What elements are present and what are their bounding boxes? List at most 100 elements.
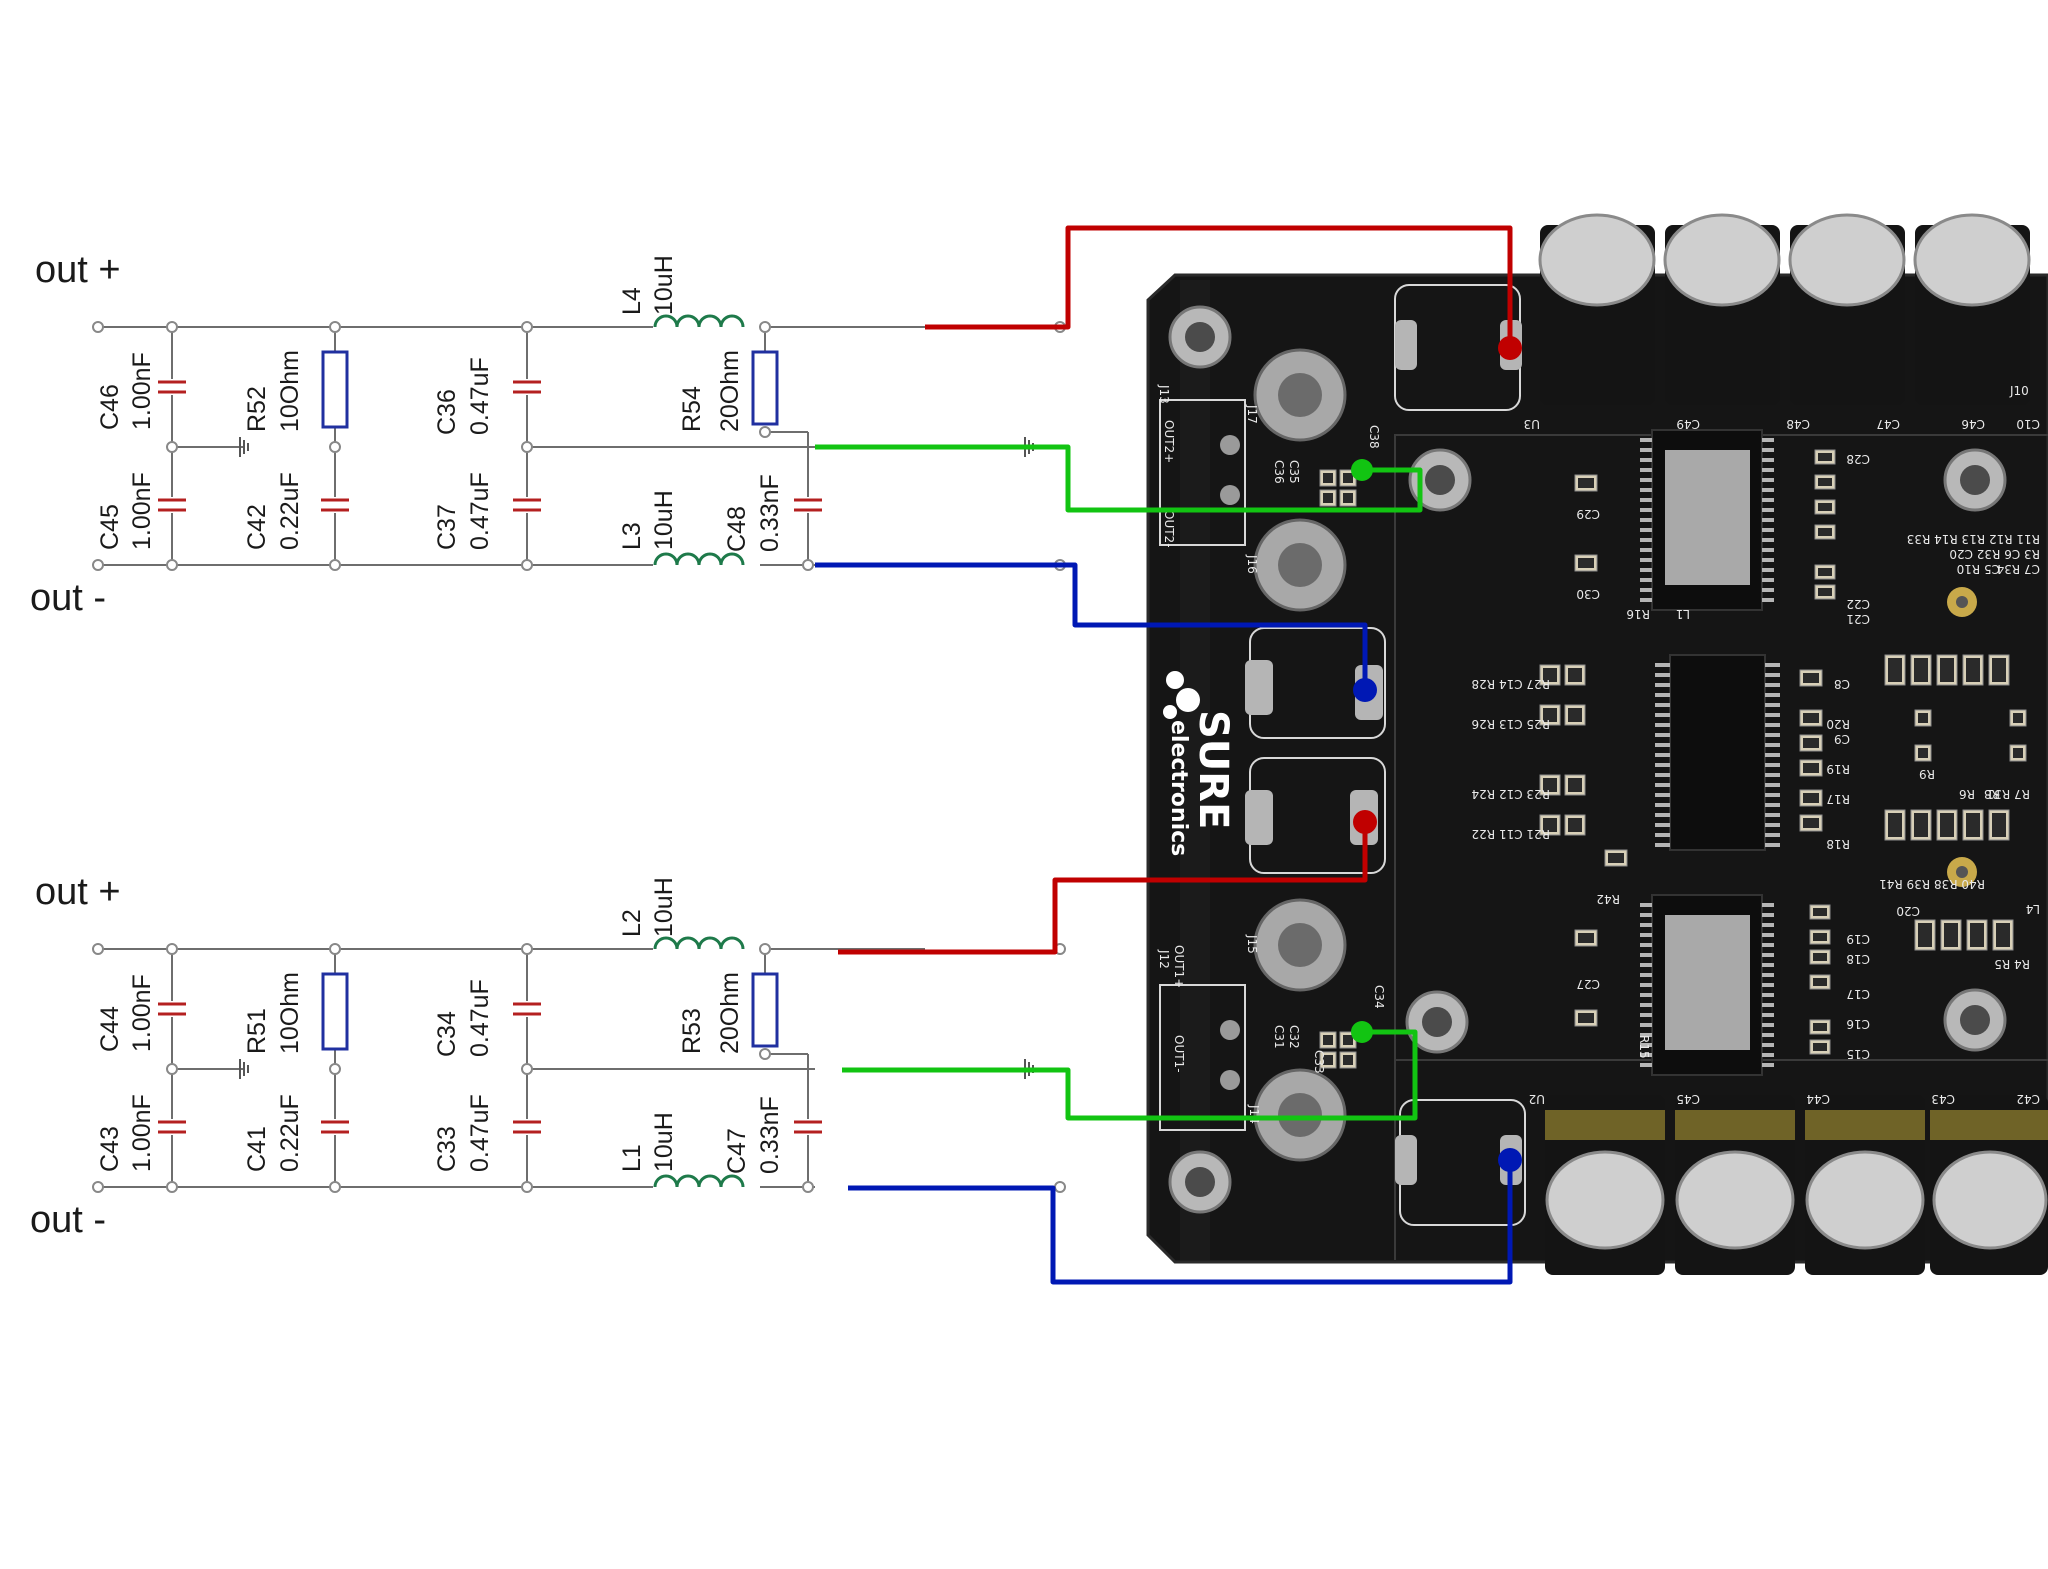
silk-label: C17	[1846, 987, 1870, 1001]
silk-label: R20	[1826, 717, 1850, 731]
electrolytic-capacitor	[1805, 1095, 1925, 1275]
silk-label: R9	[1919, 767, 1935, 781]
silk-label: OUT1-	[1172, 1035, 1186, 1073]
resistor-right	[751, 972, 779, 1048]
silk-label: C27	[1576, 977, 1600, 991]
silk-label: C15	[1846, 1047, 1870, 1061]
silk-label: J13	[1157, 384, 1171, 404]
mounting-hole	[1168, 1150, 1232, 1214]
silk-label: C5 R10	[1957, 562, 2000, 576]
silk-label: OUT1+	[1172, 945, 1186, 988]
power-ic	[1651, 429, 1763, 611]
capacitor-right-lower	[794, 497, 822, 513]
silk-label: J10	[2009, 384, 2029, 398]
silk-label: C44	[1806, 1092, 1830, 1106]
silk-label: J12	[1157, 949, 1171, 969]
silk-label: C8	[1834, 677, 1850, 691]
terminal-screw	[1253, 1068, 1347, 1162]
silk-label: J17	[1245, 404, 1259, 424]
silk-label: OUT2-	[1162, 510, 1176, 548]
electrolytic-capacitor	[1930, 1095, 2048, 1275]
cap-value-label: 0.33nF	[756, 474, 784, 552]
silk-label: J15	[1245, 934, 1259, 954]
resistor-ref-label: R54	[678, 386, 706, 432]
silk-label: J16	[1245, 554, 1259, 574]
junction-node	[329, 441, 341, 453]
terminal-block	[1159, 984, 1246, 1131]
ground-icon	[239, 1059, 249, 1079]
junction-node	[759, 321, 771, 333]
capacitor-r-lower	[321, 497, 349, 513]
junction-node	[521, 1063, 533, 1075]
silk-label: C20	[1896, 904, 1920, 918]
silk-label: R27 C14 R28	[1472, 677, 1551, 691]
inductor-upper	[653, 314, 745, 328]
junction-node	[759, 943, 771, 955]
silk-label: C9	[1834, 732, 1850, 746]
junction-node	[92, 943, 104, 955]
resistor-ref-label: R51	[243, 1008, 271, 1054]
silk-label: R6	[1959, 787, 1975, 801]
wire-positive	[925, 225, 1513, 348]
port-plus-label: out +	[35, 871, 121, 913]
junction-node	[329, 1063, 341, 1075]
resistor-value-label: 20Ohm	[716, 972, 744, 1054]
pcb-body	[1146, 273, 2048, 1264]
sure-electronics-logo: SURE electronics	[1163, 671, 1236, 856]
junction-node	[521, 943, 533, 955]
capacitor-mid-lower	[513, 1119, 541, 1135]
resistor-upper	[321, 350, 349, 429]
silk-label: C35	[1287, 460, 1301, 484]
contact-dot-ground	[1351, 1021, 1373, 1043]
junction-node	[329, 321, 341, 333]
silk-label: R7 R31	[1987, 787, 2030, 801]
silk-label: C47	[1876, 417, 1900, 431]
junction-node	[759, 1048, 771, 1060]
junction-node	[92, 1181, 104, 1193]
ground-icon	[239, 437, 249, 457]
electrolytic-capacitor	[1538, 213, 1656, 405]
silk-label: R21 C11 R22	[1472, 827, 1551, 841]
silk-label: R23 C12 R24	[1472, 787, 1551, 801]
mounting-hole	[1408, 448, 1472, 512]
cap-ref-label: C48	[723, 506, 751, 552]
junction-node	[521, 441, 533, 453]
cap-value-label: 0.33nF	[756, 1096, 784, 1174]
cap-ref-label: C41	[243, 1126, 271, 1172]
cap-value-label: 0.47uF	[466, 357, 494, 435]
cap-ref-label: C44	[96, 1006, 124, 1052]
inductor-value-label: 10uH	[650, 255, 678, 315]
silk-label: C31	[1272, 1025, 1286, 1049]
silk-label: R25 C13 R26	[1472, 717, 1551, 731]
silk-label: R18	[1826, 837, 1850, 851]
silk-label: R19	[1826, 762, 1850, 776]
cap-ref-label: C36	[433, 389, 461, 435]
ic-pins	[1640, 438, 1780, 1067]
resistor-value-label: 10Ohm	[276, 350, 304, 432]
inductor-value-label: 10uH	[650, 877, 678, 937]
contact-dot-negative	[1498, 1148, 1522, 1172]
connection-wires	[815, 225, 1522, 1285]
junction-node	[759, 426, 771, 438]
inductor-ref-label: L2	[618, 909, 646, 937]
silk-label: R4 R5	[1994, 957, 2030, 971]
cap-ref-label: C33	[433, 1126, 461, 1172]
silk-label: C36	[1272, 460, 1286, 484]
inductor-lower	[653, 552, 745, 566]
inductor-value-label: 10uH	[650, 1112, 678, 1172]
silk-label: C32	[1287, 1025, 1301, 1049]
cap-ref-label: C37	[433, 504, 461, 550]
cap-ref-label: C45	[96, 504, 124, 550]
junction-node	[166, 1063, 178, 1075]
cap-ref-label: C34	[433, 1011, 461, 1057]
junction-node	[802, 559, 814, 571]
junction-node	[329, 943, 341, 955]
silk-label: R8	[1984, 787, 2000, 801]
mounting-hole	[1405, 990, 1469, 1054]
smd-components	[1319, 449, 2027, 1069]
cap-value-label: 0.22uF	[276, 472, 304, 550]
silk-label: C38	[1367, 425, 1381, 449]
silk-label: R3 C6 R32 C20	[1949, 547, 2040, 561]
brand-subtitle: electronics	[1166, 720, 1191, 856]
